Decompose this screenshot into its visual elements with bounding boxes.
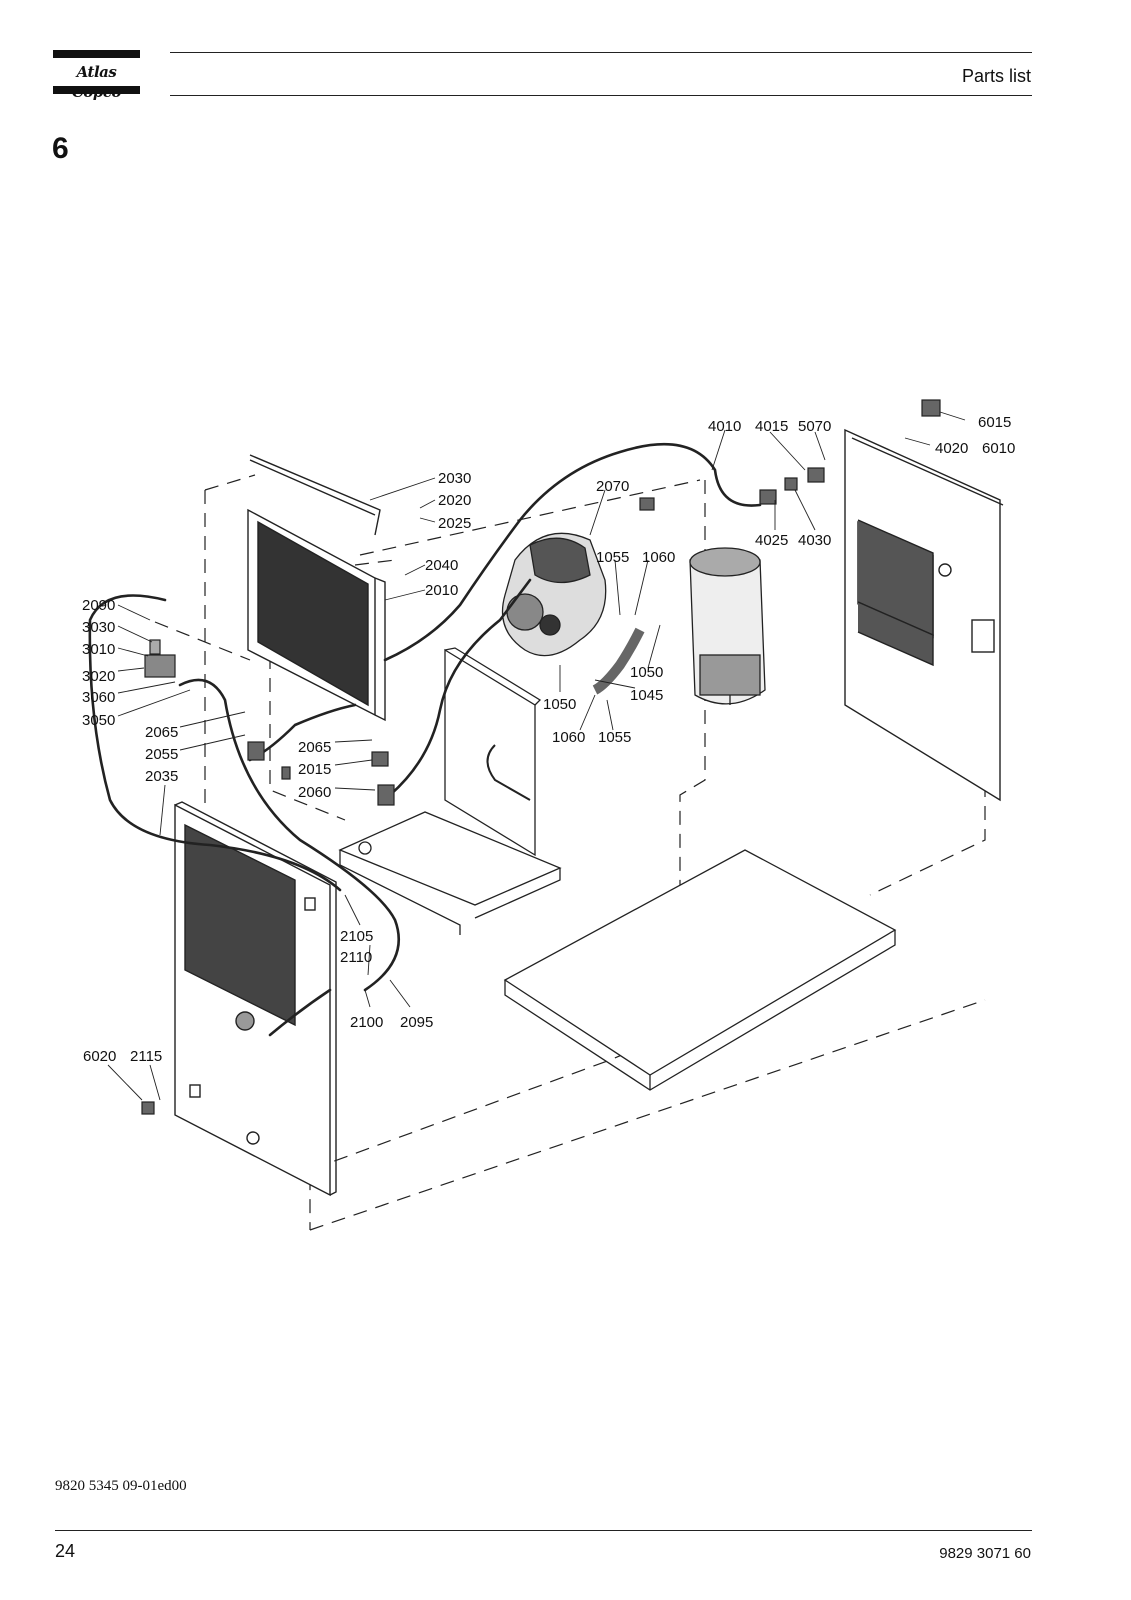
callout-labels: 2030 2020 2025 2040 2010 2070 4010 4015 … bbox=[82, 414, 1015, 1065]
logo-top-bar bbox=[53, 50, 140, 58]
leader-lines bbox=[107, 411, 966, 1101]
callout-4030: 4030 bbox=[798, 532, 831, 549]
section-title: Parts list bbox=[961, 66, 1031, 86]
callout-2015: 2015 bbox=[298, 761, 331, 778]
callout-6010: 6010 bbox=[982, 440, 1015, 457]
page-number: 24 bbox=[55, 1541, 76, 1561]
callout-3030: 3030 bbox=[82, 619, 115, 636]
callout-1055-bottom: 1055 bbox=[598, 729, 631, 746]
callout-2040: 2040 bbox=[425, 557, 458, 574]
pressure-switch bbox=[144, 639, 176, 678]
callout-2010: 2010 bbox=[425, 582, 458, 599]
callout-1045: 1045 bbox=[630, 687, 663, 704]
atlas-copco-logo: Atlas Copco bbox=[53, 50, 140, 101]
callout-2035: 2035 bbox=[145, 768, 178, 785]
callout-2070: 2070 bbox=[596, 478, 629, 495]
callout-2100: 2100 bbox=[350, 1014, 383, 1031]
callout-2065-left: 2065 bbox=[145, 724, 178, 741]
callout-1050-right: 1050 bbox=[630, 664, 663, 681]
callout-6020: 6020 bbox=[83, 1048, 116, 1065]
callout-2060: 2060 bbox=[298, 784, 331, 801]
section-number: 6 bbox=[52, 132, 69, 165]
partition-panel bbox=[444, 647, 542, 857]
base-tray bbox=[338, 811, 562, 935]
callout-2095: 2095 bbox=[400, 1014, 433, 1031]
separator-vessel bbox=[689, 547, 766, 705]
document-code: 9820 5345 09-01ed00 bbox=[55, 1478, 187, 1494]
callout-2090: 2090 bbox=[82, 597, 115, 614]
callout-1055-top: 1055 bbox=[596, 549, 629, 566]
footer-rule bbox=[55, 1530, 1032, 1531]
callout-2110: 2110 bbox=[340, 949, 372, 966]
callout-4015: 4015 bbox=[755, 418, 788, 435]
callout-1060-top: 1060 bbox=[642, 549, 675, 566]
callout-2105: 2105 bbox=[340, 928, 373, 945]
callout-1050-left: 1050 bbox=[543, 696, 576, 713]
callout-3010: 3010 bbox=[82, 641, 115, 658]
cooler bbox=[247, 454, 386, 722]
callout-3060: 3060 bbox=[82, 689, 115, 706]
compressor-element bbox=[501, 532, 607, 657]
callout-6015: 6015 bbox=[978, 414, 1011, 431]
callout-1060-bottom: 1060 bbox=[552, 729, 585, 746]
callout-2055: 2055 bbox=[145, 746, 178, 763]
hose-lines bbox=[88, 442, 762, 1037]
callout-2020: 2020 bbox=[438, 492, 471, 509]
rear-panel bbox=[844, 428, 1004, 802]
callout-5070: 5070 bbox=[798, 418, 831, 435]
callout-2030: 2030 bbox=[438, 470, 471, 487]
front-panel bbox=[174, 801, 337, 1197]
header-rule-bottom bbox=[170, 95, 1032, 96]
fittings bbox=[141, 399, 941, 1115]
callout-4025: 4025 bbox=[755, 532, 788, 549]
callout-4010: 4010 bbox=[708, 418, 741, 435]
callout-4020: 4020 bbox=[935, 440, 968, 457]
callout-2065-right: 2065 bbox=[298, 739, 331, 756]
callout-2115: 2115 bbox=[130, 1048, 162, 1065]
callout-3050: 3050 bbox=[82, 712, 115, 729]
callout-3020: 3020 bbox=[82, 668, 115, 685]
header-rule-top bbox=[170, 52, 1032, 53]
logo-bottom-bar bbox=[53, 86, 140, 94]
base-frame bbox=[503, 849, 897, 1091]
callout-2025: 2025 bbox=[438, 515, 471, 532]
part-number: 9829 3071 60 bbox=[939, 1545, 1031, 1562]
